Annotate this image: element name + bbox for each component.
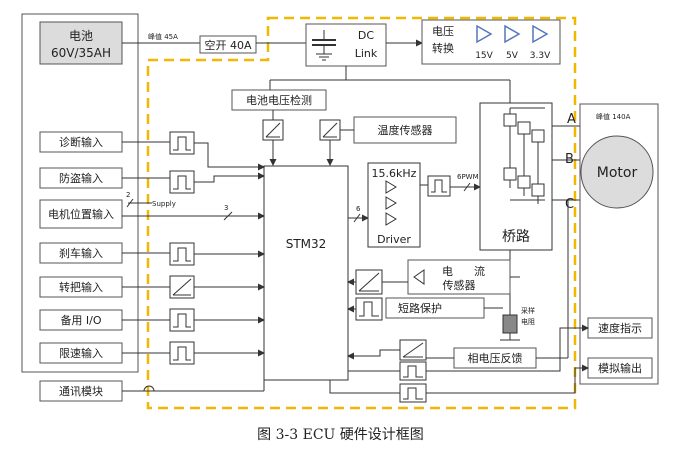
input-label: 备用 I/O bbox=[60, 313, 101, 327]
mcu-output-line bbox=[329, 380, 400, 394]
gate-driver-icon bbox=[385, 180, 397, 194]
temp-sensor-label: 温度传感器 bbox=[378, 123, 433, 137]
bus-slash bbox=[353, 213, 361, 223]
bus-slash bbox=[463, 182, 471, 192]
voltage-3v3: 3.3V bbox=[530, 51, 551, 61]
capacitor-icon bbox=[312, 30, 336, 61]
pulse-icon bbox=[169, 131, 195, 155]
converter-label-2: 转换 bbox=[432, 41, 454, 55]
amplifier-icon bbox=[413, 269, 425, 285]
comm-module-label: 通讯模块 bbox=[59, 385, 103, 398]
feedback-to-mcu-line bbox=[347, 349, 400, 360]
analog-output-line bbox=[426, 364, 589, 394]
ecu-boundary bbox=[146, 16, 577, 410]
phase-label: A bbox=[567, 112, 576, 127]
voltage-15v: 15V bbox=[475, 51, 493, 61]
pwm-label: 6PWM bbox=[457, 173, 479, 181]
input-label: 转把输入 bbox=[59, 280, 103, 294]
speed-output-line bbox=[426, 324, 589, 372]
voltage-5v: 5V bbox=[506, 51, 519, 61]
battery-spec: 60V/35AH bbox=[51, 46, 111, 60]
temp-sensor-box bbox=[353, 116, 457, 144]
supply-count: 2 bbox=[126, 191, 130, 199]
phase-feedback-label: 相电压反馈 bbox=[468, 352, 523, 365]
pulse-icon bbox=[169, 341, 195, 365]
input-wires bbox=[122, 141, 265, 357]
mcu-bus-count: 6 bbox=[356, 205, 361, 213]
driver-label: Driver bbox=[377, 233, 411, 246]
phase-label: B bbox=[565, 152, 574, 167]
input-label: 刹车输入 bbox=[59, 246, 103, 260]
regulator-icon bbox=[476, 24, 493, 44]
dc-link-label-2: Link bbox=[355, 47, 378, 60]
supply-label: Supply bbox=[152, 200, 176, 208]
current-sensor-label-1b: 流 bbox=[474, 264, 485, 278]
switch-label: 空开 40A bbox=[204, 38, 251, 52]
motor-icon bbox=[580, 135, 654, 209]
input-list: 诊断输入 防盗输入 电机位置输入 刹车输入 转把输入 备用 I/O 限速输入 bbox=[39, 131, 123, 364]
wire-crossover bbox=[143, 385, 155, 392]
battery-voltage-detect-box bbox=[231, 89, 327, 111]
pulse-icon bbox=[169, 170, 195, 194]
figure-caption: 图 3-3 ECU 硬件设计框图 bbox=[257, 427, 424, 443]
battery-voltage-detect-label: 电池电压检测 bbox=[246, 93, 312, 107]
current-sensor-label-1a: 电 bbox=[442, 265, 453, 278]
short-protect-label: 短路保护 bbox=[398, 301, 442, 315]
gate-driver-icon bbox=[385, 196, 397, 210]
converter-box bbox=[421, 19, 561, 65]
current-sensor-label-2: 传感器 bbox=[443, 279, 476, 292]
pulse-icon bbox=[169, 308, 195, 332]
input-label: 诊断输入 bbox=[59, 135, 103, 149]
analog-output-label: 模拟输出 bbox=[598, 361, 642, 375]
battery-peak-label: 峰值 45A bbox=[148, 32, 178, 41]
input-label: 防盗输入 bbox=[59, 171, 103, 185]
pulse-icon bbox=[355, 297, 383, 321]
driver-frequency: 15.6kHz bbox=[372, 167, 417, 180]
regulator-icon bbox=[504, 24, 521, 44]
current-sensor-box bbox=[407, 259, 511, 295]
phase-label: C bbox=[565, 197, 574, 212]
gate-driver-icon bbox=[385, 212, 397, 226]
sampling-resistor-icon bbox=[502, 314, 518, 334]
converter-label-1: 电压 bbox=[432, 25, 454, 38]
mcu-box bbox=[263, 165, 349, 381]
input-label: 限速输入 bbox=[59, 346, 103, 360]
sampling-resistor-label-1: 采样 bbox=[521, 306, 535, 315]
motor-label: Motor bbox=[597, 165, 638, 181]
pulse-icon bbox=[427, 175, 451, 197]
input-box bbox=[39, 199, 123, 229]
sampling-resistor-label-2: 电阻 bbox=[521, 317, 535, 326]
pulse-icon bbox=[169, 242, 195, 266]
signal-conditioner-list bbox=[169, 131, 195, 365]
speed-indicator-label: 速度指示 bbox=[598, 321, 642, 335]
driver-box bbox=[367, 162, 421, 248]
position-bus-count: 3 bbox=[224, 204, 228, 212]
switch-box bbox=[199, 35, 257, 54]
mosfet-array bbox=[503, 107, 545, 204]
regulator-icon bbox=[532, 24, 549, 44]
battery-box bbox=[39, 21, 123, 65]
mcu-label: STM32 bbox=[286, 237, 327, 251]
bus-slash bbox=[223, 211, 233, 221]
input-label: 电机位置输入 bbox=[48, 207, 114, 221]
dc-link-label-1: DC bbox=[358, 29, 374, 42]
motor-peak-label: 峰值 140A bbox=[596, 112, 631, 121]
battery-label: 电池 bbox=[69, 29, 93, 43]
bridge-label: 桥路 bbox=[502, 229, 530, 245]
